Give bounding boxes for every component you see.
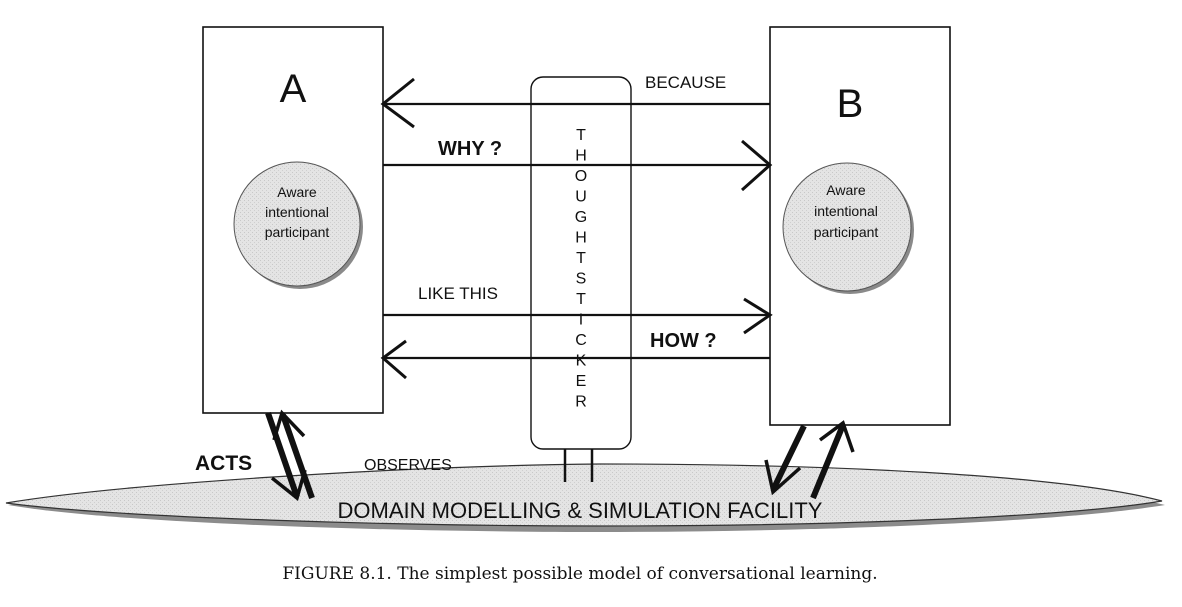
domain-facility-ellipse [5, 463, 1165, 532]
thoughtsticker-letter: T [576, 291, 586, 308]
thoughtsticker-letter: R [575, 394, 587, 411]
how-arrow [380, 339, 770, 380]
participant-b-letter: B [837, 82, 864, 126]
thoughtsticker-letter: S [576, 271, 587, 288]
acts-label: ACTS [195, 452, 252, 475]
thoughtsticker-letter: T [576, 250, 586, 267]
facility-label: DOMAIN MODELLING & SIMULATION FACILITY [338, 498, 823, 523]
participant-a-circle-line-3: participant [265, 224, 330, 240]
how-label: HOW ? [650, 330, 717, 352]
thoughtsticker-letter: H [575, 148, 587, 165]
thoughtsticker-letter: H [575, 230, 587, 247]
thoughtsticker-letter: U [575, 189, 587, 206]
figure-caption: FIGURE 8.1. The simplest possible model … [282, 564, 877, 584]
participant-b-circle-line-2: intentional [814, 203, 878, 219]
thoughtsticker-box [530, 76, 632, 450]
participant-b-circle-line-3: participant [814, 224, 879, 240]
thoughtsticker-letter: C [575, 332, 587, 349]
observes-label: OBSERVES [364, 457, 452, 474]
b-observes-arrow [810, 420, 855, 500]
because-label: BECAUSE [645, 73, 726, 92]
like-this-arrow [383, 297, 773, 335]
thoughtsticker-letter: O [575, 168, 587, 185]
b-acts-arrow [764, 424, 807, 496]
observes-arrow [272, 409, 315, 499]
thoughtsticker-letter: I [579, 312, 583, 329]
participant-b-circle-line-1: Aware [826, 182, 866, 198]
because-arrow [380, 77, 770, 129]
why-arrow [383, 139, 773, 192]
thoughtsticker-letter: G [575, 209, 587, 226]
participant-a-circle: Aware intentional participant [233, 161, 363, 289]
participant-a-circle-line-2: intentional [265, 204, 329, 220]
thoughtsticker-letter: K [576, 353, 587, 370]
thoughtsticker-letter: T [576, 127, 586, 144]
participant-a-letter: A [280, 67, 307, 111]
why-label: WHY ? [438, 138, 502, 160]
thoughtsticker-letter: E [576, 373, 587, 390]
participant-a-circle-line-1: Aware [277, 184, 317, 200]
like-this-label: LIKE THIS [418, 284, 498, 303]
participant-b-circle: Aware intentional participant [782, 162, 914, 294]
